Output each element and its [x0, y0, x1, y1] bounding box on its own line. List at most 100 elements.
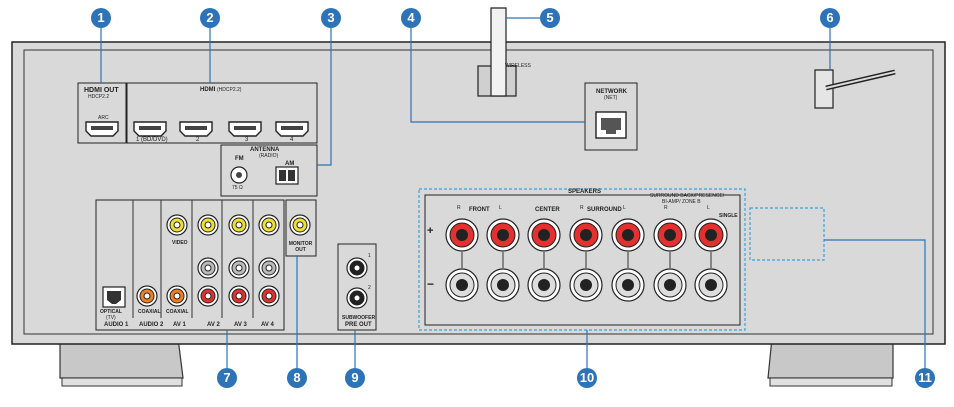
- speaker-plus-hole-6: [664, 229, 676, 241]
- hdmi-out-port-pins: [91, 126, 113, 130]
- speakers-frame: [424, 194, 741, 326]
- hdmi-in-port-1-pins: [139, 126, 161, 130]
- antenna-frame: [220, 144, 318, 197]
- network-title: NETWORK: [596, 89, 627, 95]
- subwoofer-jack-1-pin: [353, 264, 361, 272]
- fm-jack-core: [236, 172, 242, 178]
- speaker-plus-hole-1: [456, 229, 468, 241]
- video-jack-av3-pin: [235, 221, 243, 229]
- hdmi-port-1-label: 1 (BD/DVD): [136, 137, 168, 143]
- callout-11: 11: [915, 368, 935, 388]
- speaker-plus-hole-3: [538, 229, 550, 241]
- speaker-plus-hole-5: [622, 229, 634, 241]
- subwoofer-frame: [337, 243, 377, 331]
- am-terminal-right: [288, 170, 295, 181]
- network-port-socket: [601, 118, 621, 134]
- hdmi-port-2-label: 2: [196, 137, 200, 143]
- callout-3: 3: [321, 8, 341, 28]
- subwoofer-jack-2-pin: [353, 294, 361, 302]
- optical-label: OPTICAL: [100, 309, 122, 315]
- callout-4: 4: [401, 8, 421, 28]
- video-label: VIDEO: [172, 240, 188, 246]
- subwoofer-ch2: 2: [368, 285, 371, 291]
- antenna-sub: (RADIO): [259, 153, 279, 159]
- hdmi-in-sub: (HDCP2.2): [217, 87, 242, 93]
- power-cord-clamp: [814, 69, 834, 109]
- chassis-inner-border: [23, 49, 934, 335]
- surround-r-letter: R: [580, 205, 584, 211]
- group-audio-2: AUDIO 2: [139, 322, 164, 328]
- back-r-letter: R: [664, 205, 668, 211]
- callout-5: 5: [540, 8, 560, 28]
- speakers-surround-label: SURROUND: [587, 207, 622, 213]
- speaker-minus-hole-7: [705, 279, 717, 291]
- subwoofer-ch1: 1: [368, 253, 371, 259]
- front-r-letter: R: [457, 205, 461, 211]
- speaker-minus-hole-1: [456, 279, 468, 291]
- am-terminal-left: [279, 170, 286, 181]
- speakers-front-label: FRONT: [469, 207, 490, 213]
- speakers-outer-frame: [418, 188, 746, 331]
- group-av-4: AV 4: [261, 322, 274, 328]
- coaxial-jack-av1-pin: [173, 292, 181, 300]
- video-jack-av4-pin: [265, 221, 273, 229]
- video-jack-av1-pin: [173, 221, 181, 229]
- hdmi-port-3-label: 3: [245, 137, 249, 143]
- power-cord-highlight: [825, 71, 896, 89]
- speakers-plus-sign: +: [427, 225, 434, 237]
- hdmi-out-title: HDMI OUT: [84, 87, 119, 94]
- hdmi-out-arc: ARC: [98, 115, 109, 121]
- antenna-title: ANTENNA: [250, 147, 280, 153]
- subwoofer-title: SUBWOOFER: [342, 315, 376, 321]
- speaker-minus-hole-3: [538, 279, 550, 291]
- optical-jack-socket: [107, 291, 121, 304]
- group-av-3: AV 3: [234, 322, 247, 328]
- speakers-center-label: CENTER: [535, 207, 560, 213]
- hdmi-in-frame: [126, 82, 318, 144]
- speaker-minus-hole-4: [580, 279, 592, 291]
- dashed-area-11: [749, 207, 825, 261]
- monitor-out-jack-pin: [296, 221, 304, 229]
- right-foot-base: [769, 377, 893, 387]
- callout-6: 6: [820, 8, 840, 28]
- coaxial-2-label: COAXIAL: [166, 309, 189, 315]
- front-l-letter: L: [499, 205, 502, 211]
- network-sub: (NET): [604, 95, 618, 101]
- audio-r-jack-av2-pin: [204, 292, 212, 300]
- leader-4: [410, 28, 585, 123]
- hdmi-out-sub: HDCP2.2: [88, 94, 110, 100]
- fm-label: FM: [235, 156, 244, 162]
- speaker-plus-hole-2: [497, 229, 509, 241]
- av-input-frame: [95, 199, 285, 331]
- am-label: AM: [285, 161, 295, 167]
- audio-l-jack-av2-pin: [204, 264, 212, 272]
- fm-ohm-label: 75 Ω: [232, 185, 243, 191]
- hdmi-in-title: HDMI: [200, 87, 216, 93]
- video-jack-av2-pin: [204, 221, 212, 229]
- hdmi-out-frame: [77, 82, 127, 144]
- group-audio-1: AUDIO 1: [104, 322, 129, 328]
- speaker-minus-hole-6: [664, 279, 676, 291]
- speakers-single-label: SINGLE: [719, 213, 738, 219]
- back-l-letter: L: [707, 205, 710, 211]
- callout-9: 9: [345, 368, 365, 388]
- speaker-minus-hole-5: [622, 279, 634, 291]
- monitor-out-label: MONITOR OUT: [288, 241, 313, 253]
- speaker-plus-hole-7: [705, 229, 717, 241]
- speaker-plus-hole-4: [580, 229, 592, 241]
- callout-7: 7: [217, 368, 237, 388]
- hdmi-port-4-label: 4: [290, 137, 294, 143]
- speakers-note-1: SURROUND BACK/PRESENCE/: [650, 193, 725, 199]
- hdmi-in-port-2-pins: [185, 126, 207, 130]
- coaxial-1-label: COAXIAL: [138, 309, 161, 315]
- callout-1: 1: [91, 8, 111, 28]
- hdmi-in-port-3-pins: [234, 126, 256, 130]
- leader-3: [317, 28, 332, 166]
- monitor-out-frame: [285, 199, 317, 257]
- speaker-minus-hole-2: [497, 279, 509, 291]
- left-foot-base: [61, 377, 183, 387]
- group-av-1: AV 1: [173, 322, 186, 328]
- wireless-antenna: [490, 7, 507, 97]
